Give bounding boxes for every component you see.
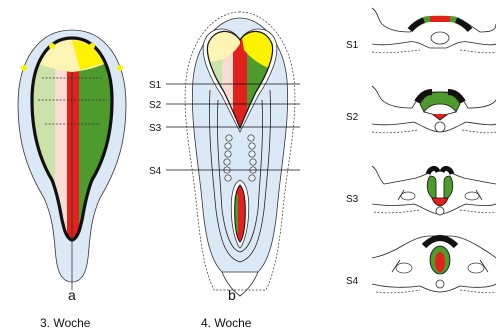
cross-section-s1 [372,8,496,53]
section-label-s3-b: S3 [149,123,162,134]
panel-a-letter: a [68,287,76,303]
section-label-s4: S4 [346,276,359,287]
section-label-s4-b: S4 [149,166,162,177]
panel-a-caption: 3. Woche [40,316,91,330]
panel-b-caption: 4. Woche [201,316,252,330]
cross-section-s2 [372,86,496,133]
section-label-s2-b: S2 [149,100,162,111]
section-label-s2: S2 [346,112,359,123]
section-label-s1: S1 [346,40,359,51]
panel-b-letter: b [228,287,236,303]
section-label-s1-b: S1 [149,80,162,91]
panel-b-embryo [185,12,295,296]
cross-section-s3 [372,166,496,215]
cross-section-s4 [372,236,496,293]
panel-a-embryo [18,30,126,290]
section-label-s3: S3 [346,194,359,205]
